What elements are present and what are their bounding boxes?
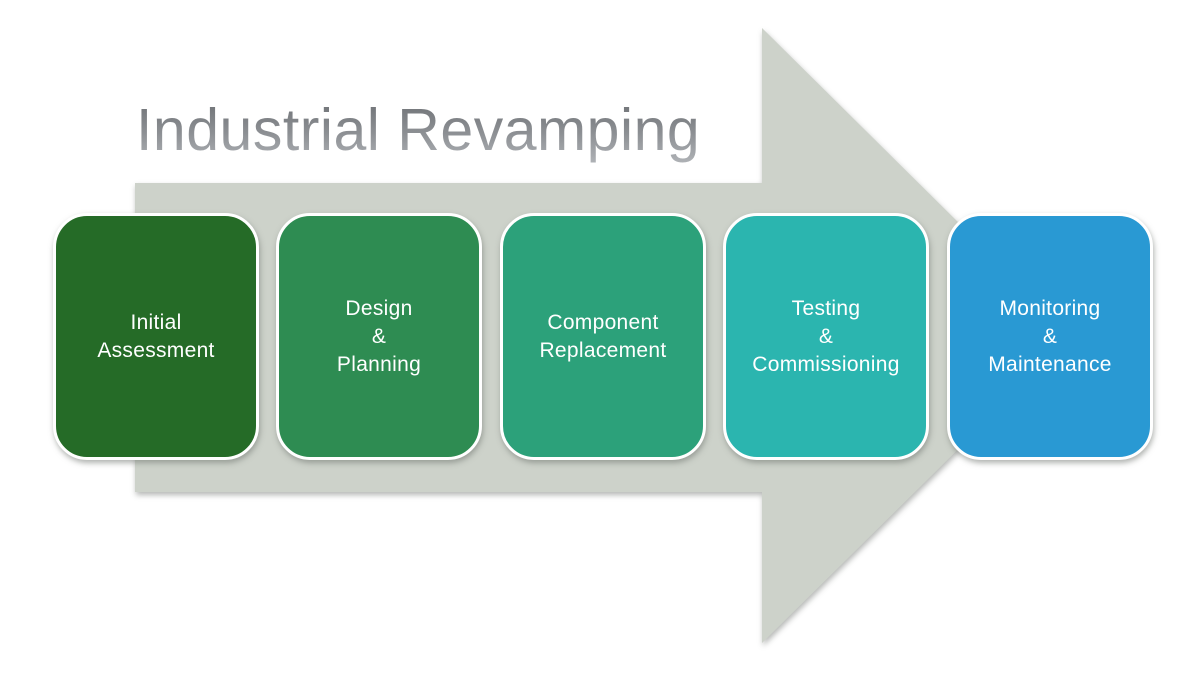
page-title: Industrial Revamping xyxy=(136,97,701,163)
step-testing-commissioning: Testing & Commissioning xyxy=(723,213,929,460)
step-design-planning: Design & Planning xyxy=(276,213,482,460)
step-label-line: Assessment xyxy=(97,338,215,362)
step-label-line: & xyxy=(371,324,387,348)
step-label-line: Monitoring xyxy=(999,296,1101,320)
step-label-line: Component xyxy=(547,310,659,334)
step-label-line: & xyxy=(818,324,834,348)
step-monitoring-maintenance: Monitoring & Maintenance xyxy=(947,213,1153,460)
step-label-line: Replacement xyxy=(539,338,667,362)
step-label-line: Testing xyxy=(791,296,861,320)
step-component-replacement: Component Replacement xyxy=(500,213,706,460)
step-label-line: Commissioning xyxy=(752,352,900,376)
step-label-line: Design xyxy=(345,296,413,320)
step-label-line: & xyxy=(1042,324,1058,348)
step-label-line: Planning xyxy=(336,352,422,376)
step-label-line: Maintenance xyxy=(988,352,1112,376)
step-initial-assessment: Initial Assessment xyxy=(53,213,259,460)
step-label-line: Initial xyxy=(130,310,182,334)
